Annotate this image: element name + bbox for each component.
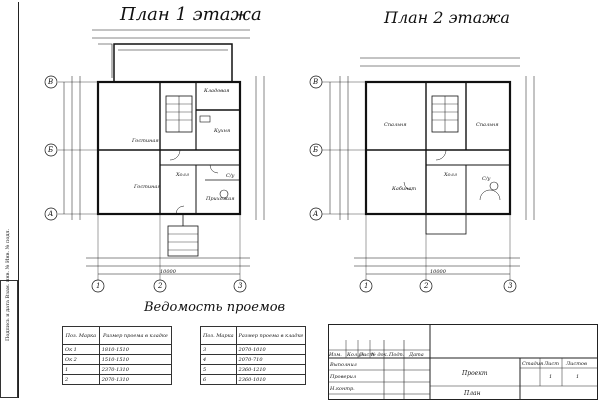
plan1-axis-2: 2 [158, 282, 163, 290]
tb-col-izm: Изм. [329, 352, 342, 358]
schedule-title: Ведомость проемов [144, 300, 286, 315]
plan1-title: План 1 этажа [120, 4, 262, 25]
plan2-room-hall: Холл [444, 172, 457, 178]
tb-col-podp: Подп. [389, 352, 405, 358]
tb-col-date: Дата [409, 352, 424, 358]
plan1 [44, 29, 265, 293]
plan2-axis-2: 2 [424, 282, 429, 290]
sheet-frame [18, 2, 598, 398]
plan1-axis-a: А [48, 210, 54, 218]
plan2-room-bedroom2: Спальня [476, 122, 499, 128]
plan1-axis-1: 1 [96, 282, 101, 290]
plan1-room-bathroom: С/у [226, 173, 235, 179]
plan1-room-hallway: Холл [176, 172, 189, 178]
tb-row-performed: Выполнил [330, 362, 357, 368]
tb-sheet-header: Лист [544, 361, 559, 367]
tb-row-ncontrol: Н.контр. [330, 386, 355, 392]
plan1-axis-v: В [48, 78, 54, 86]
plan1-room-living: Гостиная [134, 184, 161, 190]
plan1-room-storage: Кладовая [204, 88, 230, 94]
tb-project-name: Проект [462, 370, 488, 377]
plan2-room-bedroom1: Спальня [384, 122, 407, 128]
plan2-axis-1: 1 [364, 282, 369, 290]
tb-sheets-total: 1 [576, 374, 580, 380]
plan2-axis-b: Б [313, 146, 319, 154]
schedule-header-size: Размер проема в кладке [98, 326, 173, 345]
tb-drawing-name: План [464, 390, 481, 397]
tb-col-doc: № док. [371, 352, 389, 358]
plan1-room-kitchen: Кухня [214, 128, 231, 134]
plan1-overall-width: 10000 [160, 269, 176, 275]
plan1-axis-b: Б [48, 146, 54, 154]
tb-sheets-header: Листов [566, 361, 587, 367]
plan2-axis-3: 3 [508, 282, 513, 290]
schedule-header-pos: Поз. Марка [200, 326, 237, 345]
tb-row-checked: Проверил [330, 374, 357, 380]
plan2-axis-v: В [313, 78, 319, 86]
side-stamp-text: Подпись и дата Взам. инв. № Инв. № подл. [5, 228, 11, 341]
tb-sheet-no: 1 [549, 374, 553, 380]
tb-col-list: Лист [359, 352, 374, 358]
plan2-title: План 2 этажа [384, 8, 510, 27]
title-block-grid [328, 324, 598, 400]
schedule-header-pos: Поз. Марка [62, 326, 100, 345]
side-stamp: Подпись и дата Взам. инв. № Инв. № подл. [0, 229, 18, 398]
plan1-axis-3: 3 [238, 282, 243, 290]
plan2-axis-a: А [313, 210, 319, 218]
plan2-overall-width: 10000 [430, 269, 446, 275]
plan1-room-corridor: Прихожая [206, 196, 235, 202]
tb-stage-header: Стадия [522, 361, 544, 367]
tb-col-kol: Кол.уч [347, 352, 365, 358]
schedule-header-size: Размер проема в кладке [235, 326, 307, 345]
plan2-room-cabinet: Кабинет [392, 186, 417, 192]
plan1-room-hall: Гостиная [132, 138, 159, 144]
plan2-room-bathroom: С/у [482, 176, 491, 182]
plan2 [309, 57, 535, 293]
